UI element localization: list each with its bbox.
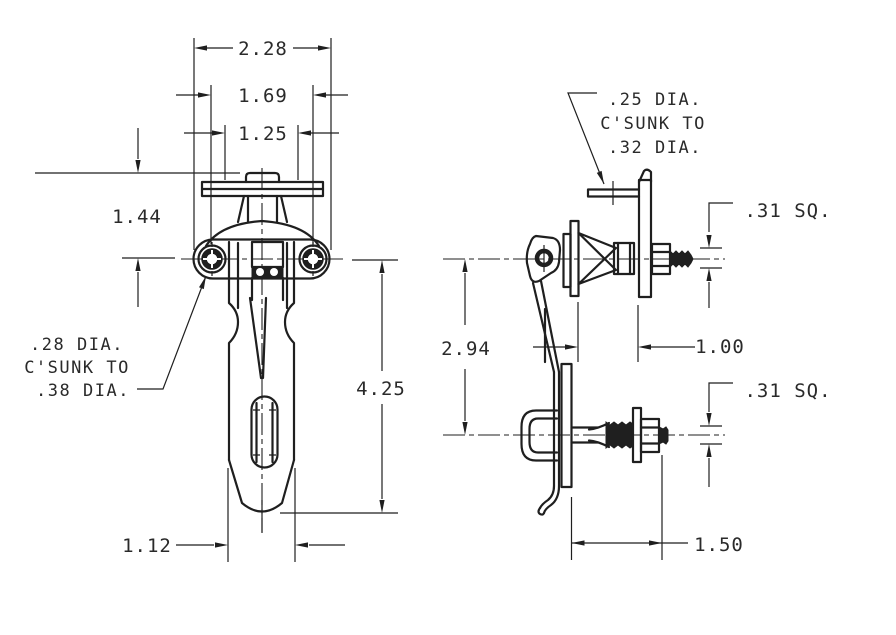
side-note-leader bbox=[567, 92, 605, 185]
dim-plate-inner-label: 1.25 bbox=[238, 123, 288, 145]
front-dim-length: 4.25 bbox=[356, 260, 406, 513]
front-view: 2.28 1.69 1.25 1.44 4.25 bbox=[24, 38, 406, 562]
side-dim-bolt-length: 1.50 bbox=[570, 455, 744, 560]
front-strap-right-edge bbox=[283, 240, 296, 462]
side-rubber-cone bbox=[577, 231, 618, 286]
front-hole-note: .28 DIA. C'SUNK TO .38 DIA. bbox=[24, 275, 207, 401]
side-hole-note-line2: C'SUNK TO bbox=[600, 114, 706, 134]
front-dim-base-width: 2.28 bbox=[194, 38, 331, 60]
dim-mounting-gap-label: 1.00 bbox=[695, 336, 745, 358]
front-dim-hole-spacing: 1.69 bbox=[176, 85, 348, 107]
side-bolt-threads bbox=[605, 421, 634, 449]
side-catch-plate bbox=[637, 178, 653, 299]
front-dim-strap-width: 1.12 bbox=[122, 535, 345, 557]
side-pivot-bracket bbox=[525, 234, 562, 283]
side-hole-note-line1: .25 DIA. bbox=[608, 90, 702, 110]
front-note-leader bbox=[137, 275, 207, 390]
front-hole-note-line1: .28 DIA. bbox=[30, 335, 124, 355]
side-spool bbox=[612, 241, 636, 276]
side-latch-strap bbox=[531, 279, 561, 516]
dim-strap-width-label: 1.12 bbox=[122, 535, 172, 557]
side-big-flange bbox=[569, 219, 580, 298]
front-latch-body bbox=[192, 171, 331, 533]
dim-bolt-length-label: 1.50 bbox=[694, 534, 744, 556]
front-top-boss bbox=[244, 171, 281, 184]
front-dim-plate-inner: 1.25 bbox=[184, 123, 339, 145]
front-dome bbox=[204, 219, 321, 248]
front-strap-left-edge bbox=[227, 240, 240, 462]
front-mounting-base bbox=[192, 238, 331, 280]
side-upper-assembly bbox=[525, 168, 694, 299]
side-hole-note: .25 DIA. C'SUNK TO .32 DIA. bbox=[567, 90, 706, 185]
dim-top-to-center-label: 1.44 bbox=[112, 206, 162, 228]
side-keeper-plate bbox=[560, 362, 573, 489]
dim-length-label: 4.25 bbox=[356, 378, 406, 400]
side-upper-stud-threads bbox=[669, 249, 694, 269]
dim-upper-stud-square-label: .31 SQ. bbox=[744, 200, 831, 222]
side-dim-center-spacing: 2.94 bbox=[441, 259, 491, 435]
side-strap-curl bbox=[542, 484, 561, 515]
side-view: 2.94 1.00 .31 SQ. .31 SQ. bbox=[441, 90, 831, 560]
front-dim-top-to-center: 1.44 bbox=[112, 128, 162, 307]
side-hole-note-line3: .32 DIA. bbox=[608, 138, 702, 158]
dim-center-spacing-label: 2.94 bbox=[441, 338, 491, 360]
front-hole-note-line3: .38 DIA. bbox=[36, 381, 130, 401]
side-bolt-shaft bbox=[570, 426, 600, 444]
dim-lower-stud-square-label: .31 SQ. bbox=[744, 380, 831, 402]
front-hole-note-line2: C'SUNK TO bbox=[24, 358, 130, 378]
front-extension-lines bbox=[35, 38, 398, 562]
front-left-hole bbox=[197, 242, 227, 276]
dim-hole-spacing-label: 1.69 bbox=[238, 85, 288, 107]
front-right-hole bbox=[298, 242, 328, 276]
side-wire-loop bbox=[520, 409, 559, 462]
dim-base-width-label: 2.28 bbox=[238, 38, 288, 60]
front-slot bbox=[250, 395, 279, 469]
front-spring-window bbox=[250, 240, 285, 269]
side-dim-upper-stud-square: .31 SQ. bbox=[700, 200, 831, 308]
side-dim-lower-stud-square: .31 SQ. bbox=[700, 380, 831, 487]
side-lower-assembly bbox=[520, 362, 669, 489]
side-dim-mounting-gap: 1.00 bbox=[533, 302, 745, 362]
front-tongue-point bbox=[248, 296, 263, 380]
